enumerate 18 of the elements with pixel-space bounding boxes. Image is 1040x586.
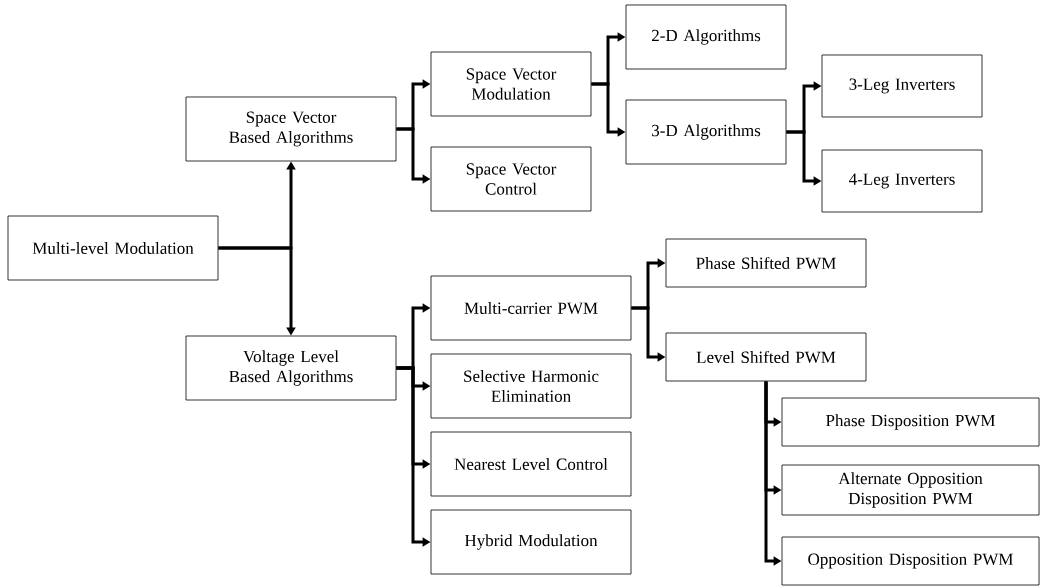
process-box: 3-Leg Inverters bbox=[821, 54, 983, 118]
process-box: 2-D Algorithms bbox=[625, 4, 787, 70]
process-box: Nearest Level Control bbox=[430, 431, 632, 497]
process-box: Phase Disposition PWM bbox=[781, 397, 1040, 447]
process-box: Hybrid Modulation bbox=[430, 509, 632, 575]
process-box: Selective Harmonic Elimination bbox=[430, 353, 632, 419]
process-box: Alternate Opposition Disposition PWM bbox=[781, 464, 1040, 516]
process-box: Space Vector Modulation bbox=[430, 51, 592, 117]
process-box: Space Vector Based Algorithms bbox=[185, 96, 397, 162]
process-box: Space Vector Control bbox=[430, 146, 592, 212]
process-box: 4-Leg Inverters bbox=[821, 149, 983, 213]
process-box: Voltage Level Based Algorithms bbox=[185, 335, 397, 401]
process-box: Multi-carrier PWM bbox=[430, 275, 632, 341]
process-box: Opposition Disposition PWM bbox=[781, 536, 1040, 586]
process-box: 3-D Algorithms bbox=[625, 99, 787, 165]
process-box: Phase Shifted PWM bbox=[665, 238, 867, 288]
process-box: Level Shifted PWM bbox=[665, 332, 867, 382]
process-box: Multi-level Modulation bbox=[7, 215, 219, 281]
